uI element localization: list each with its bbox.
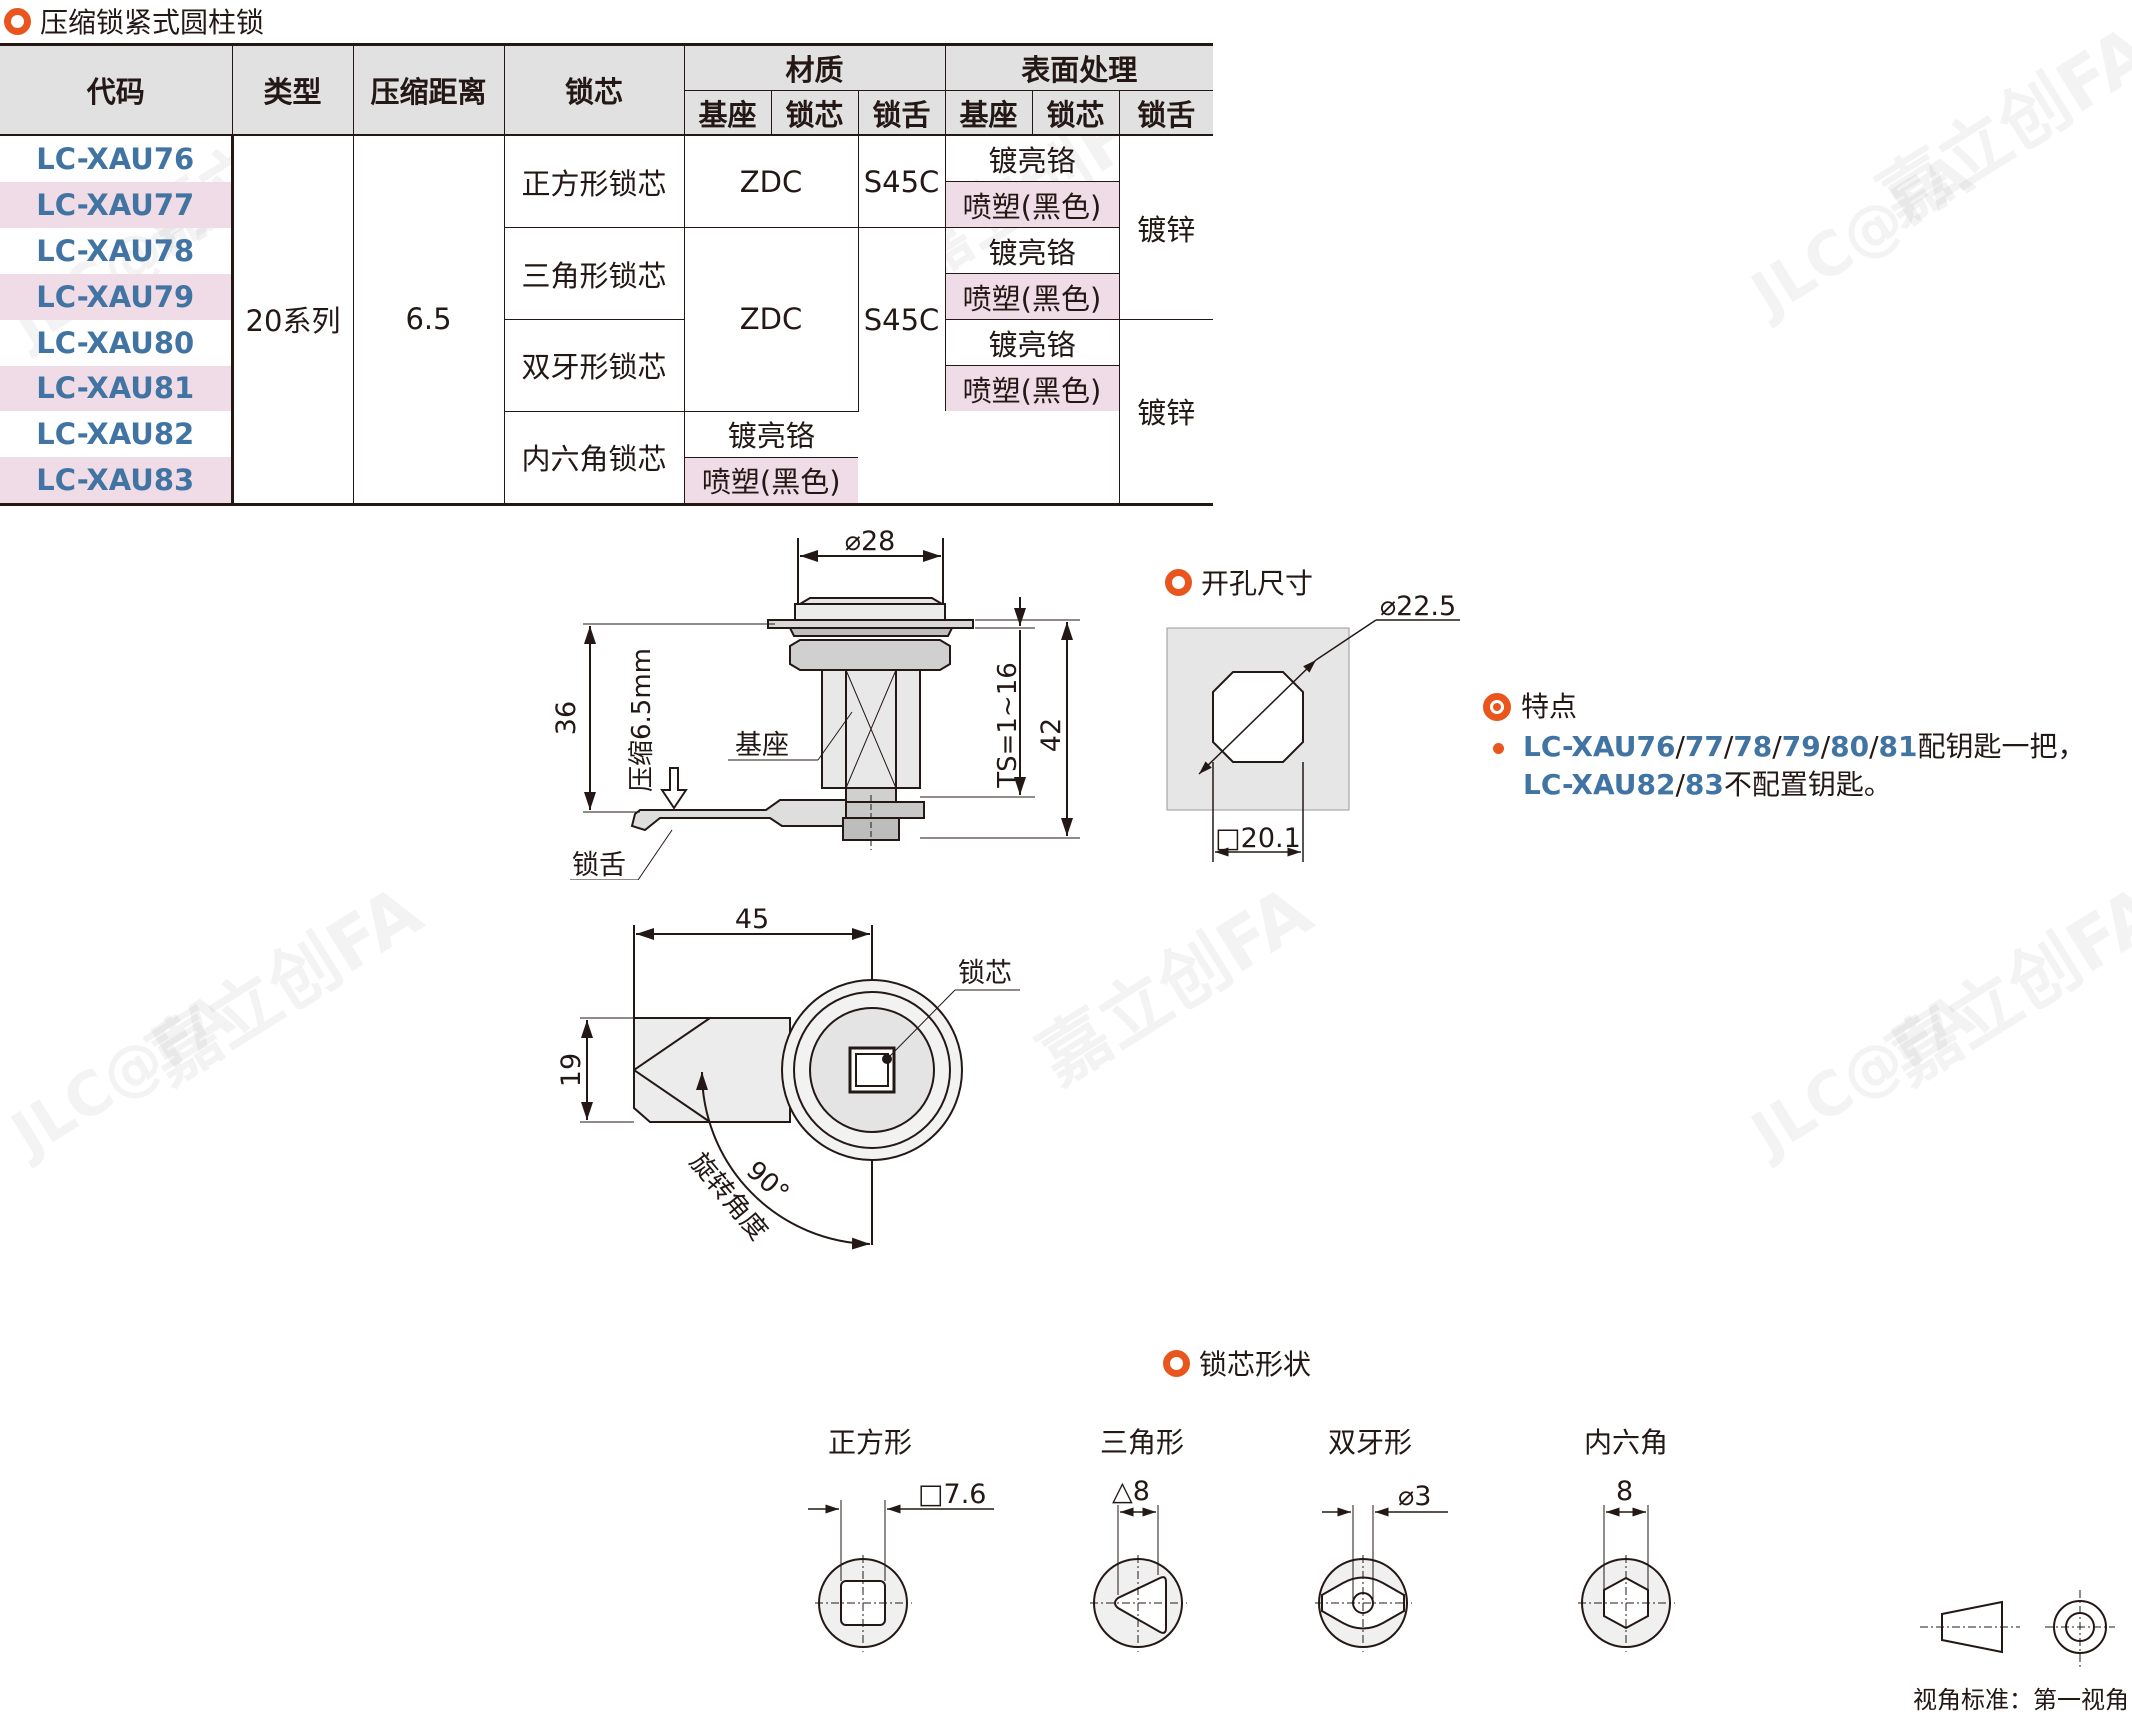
shape-dim-hex: 8 [1616,1476,1633,1507]
code-cell: LC-XAU81 [0,365,232,411]
code-cell: LC-XAU77 [0,181,232,228]
shape-dim-double-tooth: ⌀3 [1398,1481,1431,1512]
shape-dim-square: □7.6 [918,1479,986,1510]
core-cell: 双牙形锁芯 [503,319,684,411]
header-material-core: 锁芯 [770,90,858,135]
core-cell: 内六角锁芯 [503,410,684,504]
watermark: 嘉立创FA [1864,9,2132,241]
header-material-base: 基座 [683,90,771,135]
side-view-drawing: ⌀28 36 压缩6.5mm 基座 TS=1~16 42 锁舌 [551,526,1080,880]
shape-name-square: 正方形 [828,1426,912,1459]
table-row: LC-XAU76 20系列 6.5 正方形锁芯 ZDC S45C 镀亮铬 镀锌 [0,135,1213,504]
table-row: LC-XAU82 内六角锁芯 镀亮铬 [0,410,1213,504]
header-material-tongue: 锁舌 [857,90,945,135]
circle-marker-icon [1163,1349,1190,1377]
header-code: 代码 [0,44,232,135]
surface-tongue-cell: 镀锌 [1118,319,1213,504]
bullet-icon [1493,743,1504,754]
page-title: 压缩锁紧式圆柱锁 [4,1,264,41]
cutout-drawing: ⌀22.5 □20.1 [1166,591,1460,862]
header-type: 类型 [231,44,353,135]
code-cell: LC-XAU78 [36,233,195,268]
base-label: 基座 [735,730,789,761]
surface-core-cell: 镀亮铬 [683,410,858,457]
header-surface-base: 基座 [944,90,1032,135]
target-marker-icon [1483,693,1511,721]
core-shapes-drawing: 正方形 三角形 双牙形 内六角 □7.6 △8 ⌀3 8 [808,1426,1675,1652]
shape-name-hex: 内六角 [1584,1426,1668,1459]
table-row: LC-XAU77 喷塑(黑色) [0,181,1213,228]
features-title: 特点 [1483,688,2086,726]
first-angle-projection-icon [1920,1590,2115,1668]
code-cell: LC-XAU79 [0,273,232,320]
header-surface-tongue: 锁舌 [1118,90,1213,135]
shape-name-double-tooth: 双牙形 [1328,1426,1412,1459]
surface-core-cell: 镀亮铬 [944,135,1119,182]
surface-core-cell: 喷塑(黑色) [683,456,858,504]
code-cell: LC-XAU76 [36,141,195,176]
watermark: 嘉立创FA [1024,869,1326,1101]
table-row: LC-XAU81 喷塑(黑色) [0,365,1213,411]
dim-width-45: 45 [735,904,769,935]
tongue-label: 锁舌 [572,850,626,880]
circle-marker-icon [1165,568,1192,596]
dim-diameter-28: ⌀28 [845,526,896,557]
material-base-cell: ZDC [683,227,858,411]
surface-core-cell: 镀亮铬 [944,319,1119,366]
spec-table: 代码 类型 压缩距离 锁芯 材质 表面处理 基座 锁芯 锁舌 基座 锁芯 锁舌 … [0,43,1213,506]
surface-core-cell: 镀亮铬 [944,227,1119,274]
view-standard-label: 视角标准：第一视角 [1913,1686,2129,1714]
feature-line-2: LC-XAU82/83不配置钥匙。 [1523,768,1892,801]
table-row: LC-XAU80 双牙形锁芯 镀亮铬 镀锌 [0,319,1213,504]
surface-tongue-cell: 镀锌 [1118,135,1213,320]
ts-label: TS=1~16 [993,662,1023,789]
material-tongue-cell: S45C [857,135,945,228]
core-cell: 三角形锁芯 [503,227,684,320]
header-surface: 表面处理 [944,44,1213,91]
core-label: 锁芯 [958,958,1012,989]
shapes-title: 锁芯形状 [1163,1343,1311,1383]
shape-name-triangle: 三角形 [1100,1426,1184,1459]
shape-dim-triangle: △8 [1112,1476,1150,1507]
surface-core-cell: 喷塑(黑色) [944,365,1119,411]
features-section: 特点 LC-XAU76/77/78/79/80/81配钥匙一把， LC-XAU8… [1483,688,2086,804]
surface-core-cell: 喷塑(黑色) [944,273,1119,320]
code-cell: LC-XAU82 [36,417,195,451]
watermark: 嘉立创FA [134,869,436,1101]
compression-cell: 6.5 [352,135,504,504]
core-cell: 正方形锁芯 [503,135,684,228]
circle-marker-icon [4,7,31,35]
material-base-cell: ZDC [683,135,858,228]
dim-square-20-1: □20.1 [1215,823,1301,854]
dim-diameter-22-5: ⌀22.5 [1380,591,1456,622]
material-tongue-cell: S45C [857,227,945,411]
surface-core-cell: 喷塑(黑色) [944,181,1119,228]
dim-height-42: 42 [1036,718,1067,752]
table-row: LC-XAU78 三角形锁芯 ZDC S45C 镀亮铬 [0,227,1213,411]
top-view-drawing: 45 19 锁芯 90° 旋转角度 [560,904,1020,1250]
header-material: 材质 [683,44,945,91]
header-core: 锁芯 [503,44,684,135]
compress-label: 压缩6.5mm [627,648,657,792]
header-surface-core: 锁芯 [1031,90,1119,135]
dim-height-19: 19 [560,1053,587,1087]
type-cell: 20系列 [230,135,353,504]
dim-height-36: 36 [551,701,582,735]
code-cell: LC-XAU83 [0,457,232,504]
feature-line-1: LC-XAU76/77/78/79/80/81配钥匙一把， [1483,728,2086,766]
code-cell: LC-XAU80 [36,325,195,360]
table-row: LC-XAU79 喷塑(黑色) [0,273,1213,320]
cutout-title: 开孔尺寸 [1165,562,1313,602]
header-compression: 压缩距离 [352,44,504,135]
watermark: 嘉立创FA [1874,869,2132,1101]
